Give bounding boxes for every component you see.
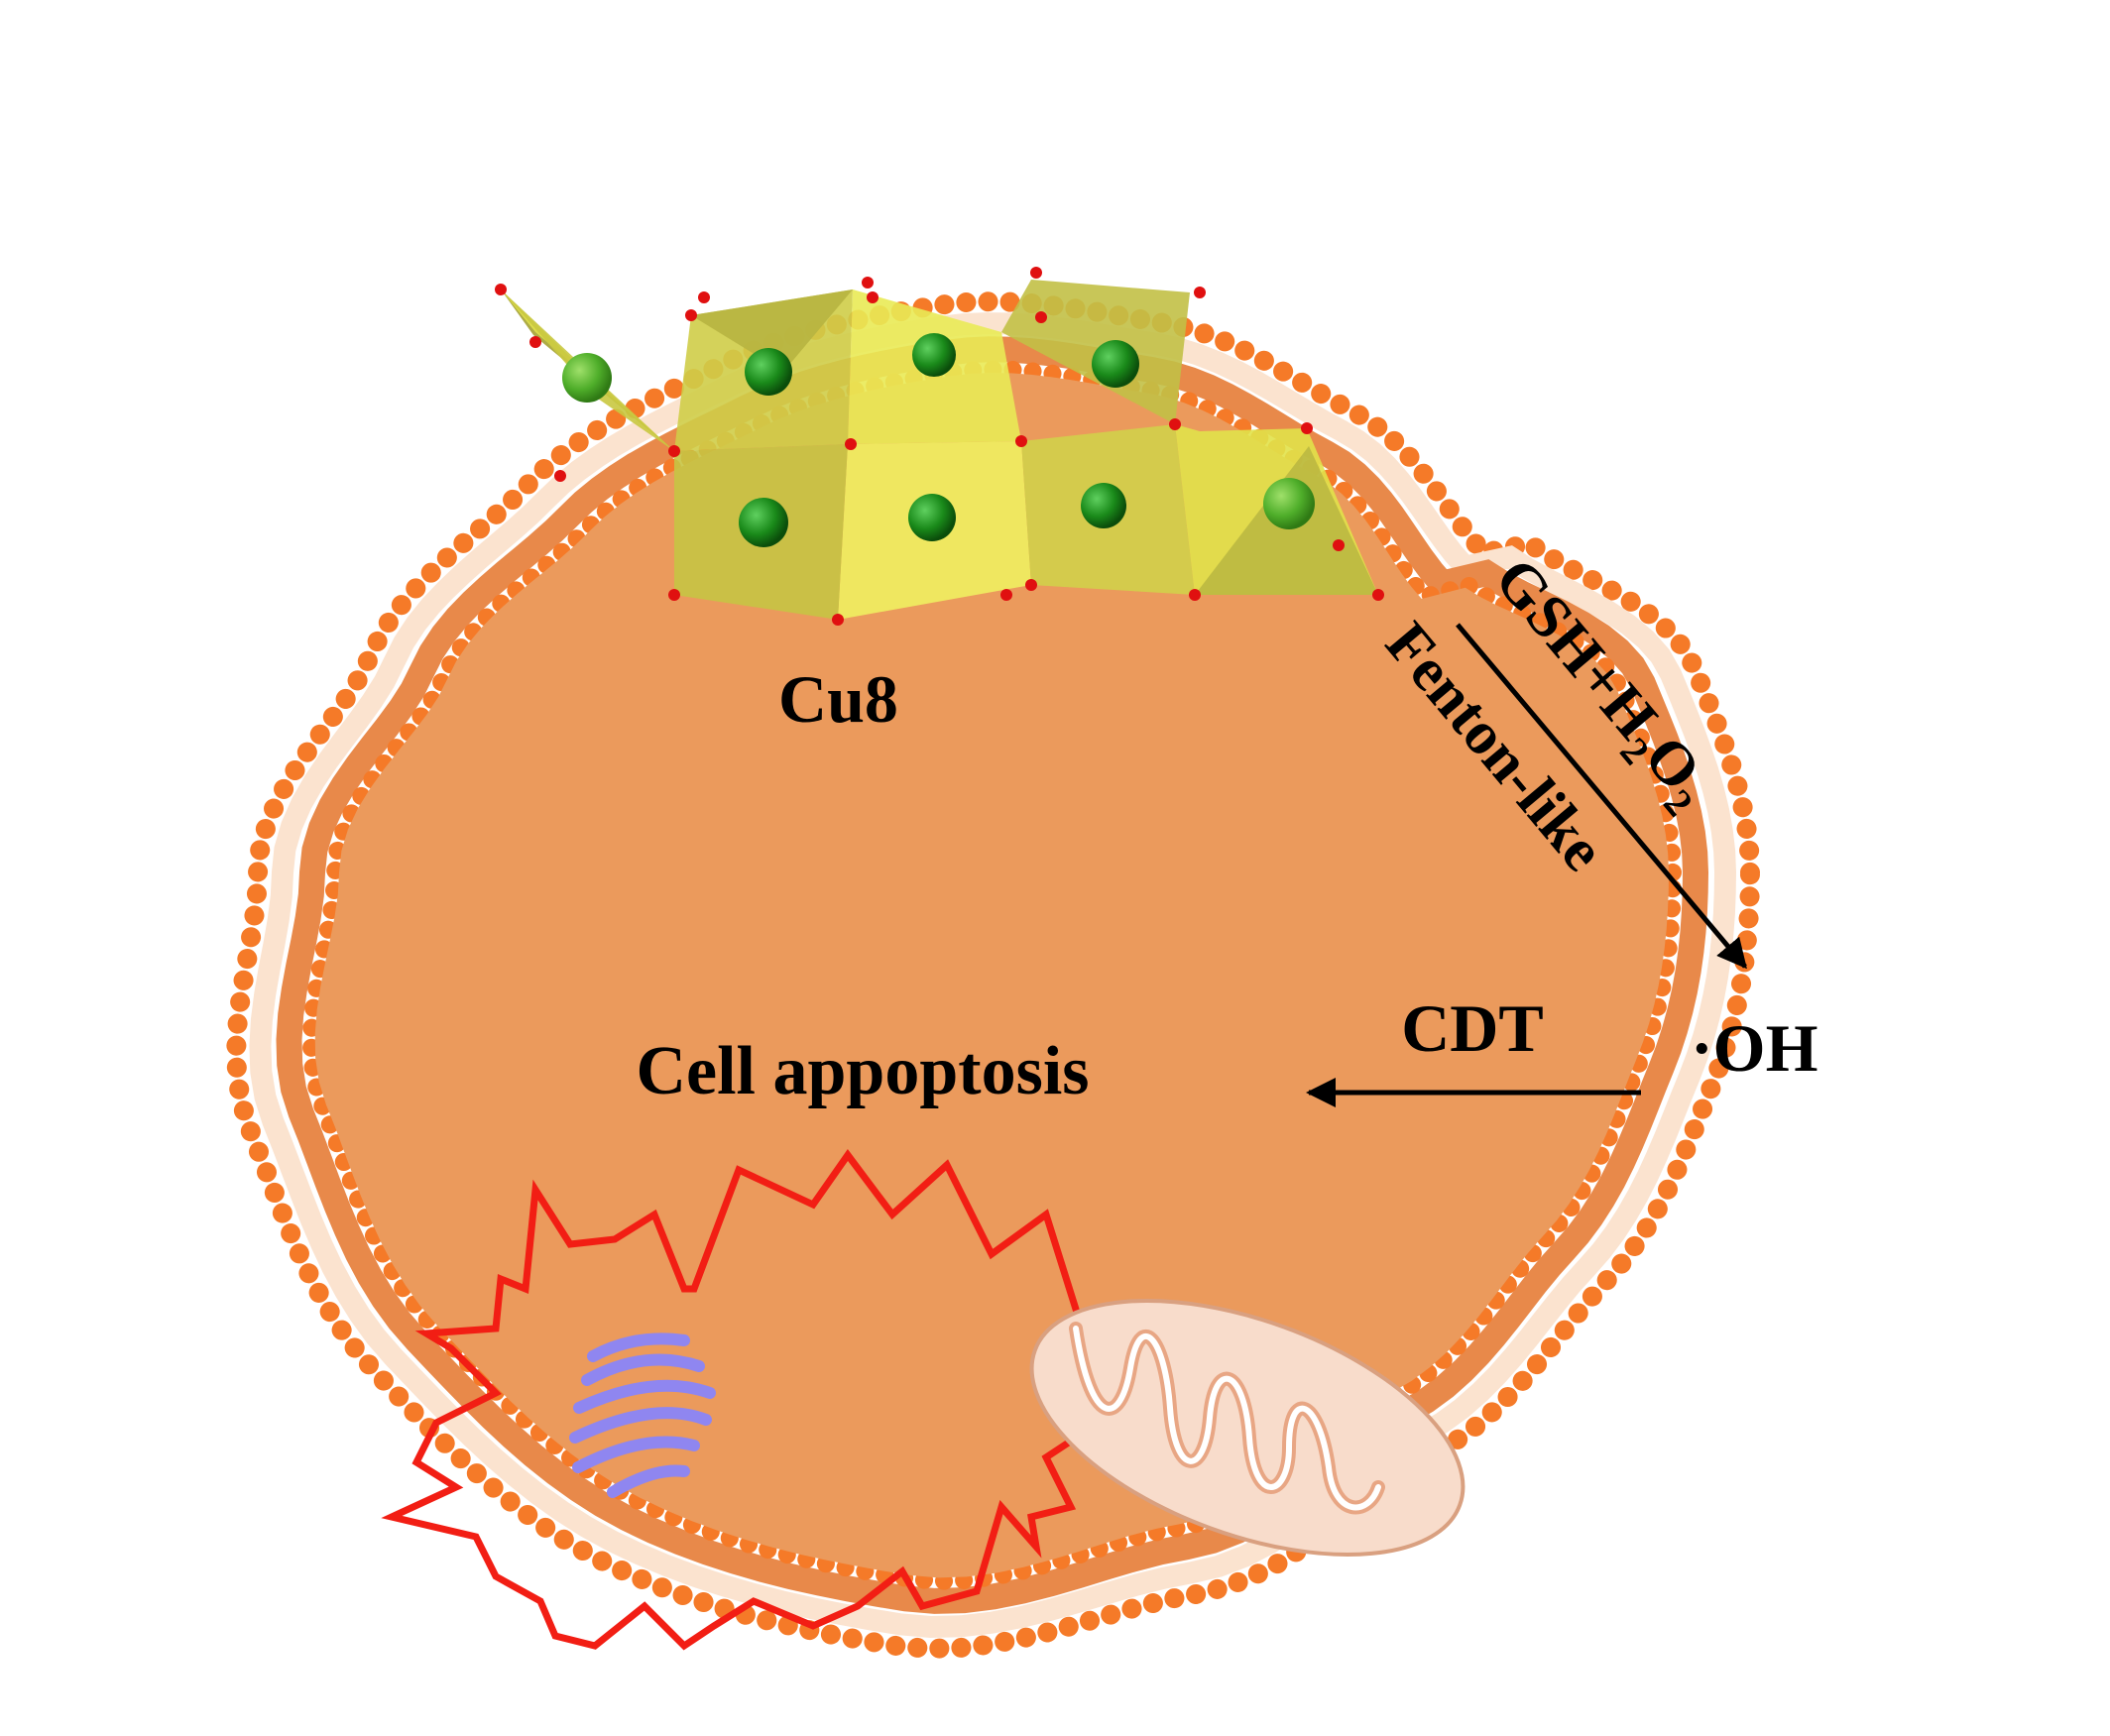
cytoplasm <box>314 373 1670 1578</box>
explosion-burst-icon <box>381 1149 1105 1651</box>
cu8-cluster-icon <box>495 267 1384 626</box>
cu8-label: Cu8 <box>778 661 898 737</box>
hydroxyl-radical-label: ·OH <box>1691 1010 1817 1086</box>
mitochondrion-icon <box>1029 1299 1465 1557</box>
golgi-apparatus-icon <box>569 1332 716 1498</box>
copper-atoms <box>562 333 1315 547</box>
oxygen-atoms <box>495 267 1384 626</box>
outcome-label: Cell appoptosis <box>636 1033 1089 1109</box>
cdt-label: CDT <box>1401 990 1544 1066</box>
fenton-arrow <box>1456 623 1747 970</box>
